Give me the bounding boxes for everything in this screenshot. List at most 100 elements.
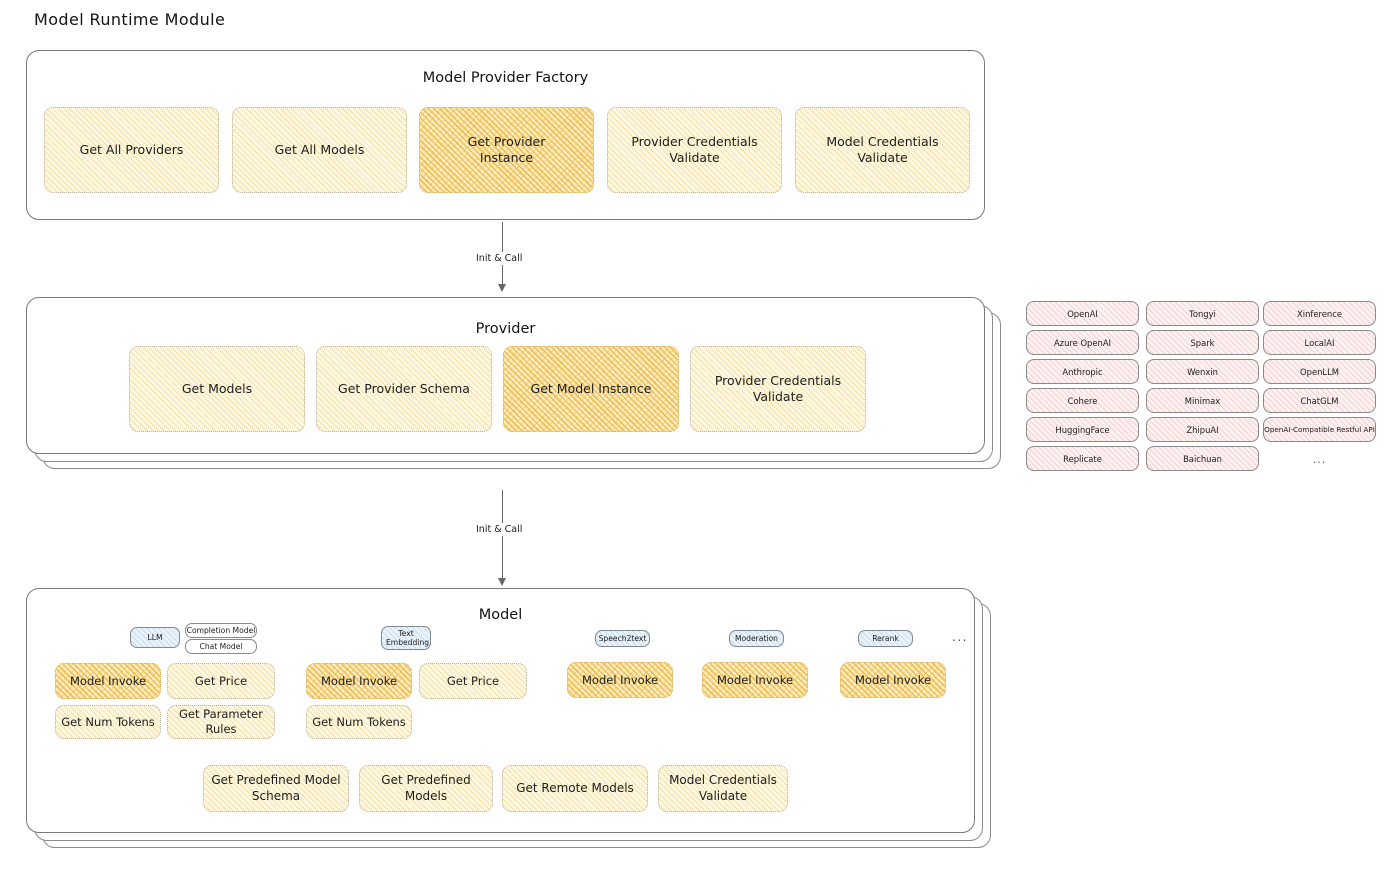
node-label: Get Parameter Rules	[179, 707, 263, 736]
pill-label: Baichuan	[1183, 453, 1222, 464]
node-get-provider-instance[interactable]: Get Provider Instance	[419, 107, 594, 193]
node-label: Get Predefined Model Schema	[211, 773, 341, 803]
provider-pill-huggingface[interactable]: HuggingFace	[1026, 417, 1139, 442]
node-get-remote-models[interactable]: Get Remote Models	[502, 765, 648, 812]
provider-pill-openai-compatible-restful-api[interactable]: OpenAI-Compatible Restful API	[1263, 417, 1376, 442]
node-label: Get Remote Models	[516, 780, 634, 795]
node-label: Model Invoke	[581, 672, 659, 687]
node-model-credentials-validate[interactable]: Model Credentials Validate	[795, 107, 970, 193]
node-label: Get Predefined Models	[381, 773, 471, 803]
provider-pill-spark[interactable]: Spark	[1146, 330, 1259, 355]
node-llm-model-invoke[interactable]: Model Invoke	[55, 663, 161, 699]
node-label: Model Invoke	[69, 673, 147, 688]
node-get-provider-schema[interactable]: Get Provider Schema	[316, 346, 492, 432]
pill-label: Spark	[1190, 337, 1215, 348]
node-label: Get Provider Schema	[338, 381, 470, 396]
pill-label: ZhipuAI	[1186, 424, 1219, 435]
node-label: Model Invoke	[854, 672, 932, 687]
node-get-models[interactable]: Get Models	[129, 346, 305, 432]
pill-label: OpenAI	[1067, 308, 1098, 319]
pill-label: Cohere	[1067, 395, 1098, 406]
node-text-embedding-get-num-tokens[interactable]: Get Num Tokens	[306, 705, 412, 739]
model-type-rerank[interactable]: Rerank	[858, 630, 913, 647]
arrow-provider-to-model-label: Init & Call	[473, 523, 526, 536]
provider-list-ellipsis: ...	[1312, 452, 1327, 466]
node-rerank-model-invoke[interactable]: Model Invoke	[840, 662, 946, 698]
page-title: Model Runtime Module	[34, 10, 226, 29]
arrow-factory-to-provider-label: Init & Call	[473, 252, 526, 265]
model-type-llm[interactable]: LLM	[130, 627, 180, 648]
pill-label: Azure OpenAI	[1053, 337, 1112, 348]
node-provider-credentials-validate[interactable]: Provider Credentials Validate	[607, 107, 782, 193]
provider-pill-zhipuai[interactable]: ZhipuAI	[1146, 417, 1259, 442]
provider-pill-baichuan[interactable]: Baichuan	[1146, 446, 1259, 471]
node-moderation-model-invoke[interactable]: Model Invoke	[702, 662, 808, 698]
node-speech2text-model-invoke[interactable]: Model Invoke	[567, 662, 673, 698]
pill-label: Tongyi	[1189, 308, 1216, 319]
provider-pill-minimax[interactable]: Minimax	[1146, 388, 1259, 413]
node-label: Get Num Tokens	[61, 714, 155, 729]
pill-label: Xinference	[1297, 308, 1342, 319]
provider-pill-localai[interactable]: LocalAI	[1263, 330, 1376, 355]
pill-label: Wenxin	[1187, 366, 1218, 377]
arrow-factory-to-provider-head	[498, 284, 506, 292]
node-label: Provider Credentials Validate	[714, 373, 842, 404]
node-get-all-models[interactable]: Get All Models	[232, 107, 407, 193]
tpill-label: Text Embedding	[386, 628, 430, 647]
node-model-credentials-validate-2[interactable]: Model Credentials Validate	[658, 765, 788, 812]
provider-title: Provider	[475, 321, 536, 337]
provider-pill-cohere[interactable]: Cohere	[1026, 388, 1139, 413]
model-type-speech2text[interactable]: Speech2text	[595, 630, 650, 647]
model-provider-factory-title: Model Provider Factory	[422, 70, 589, 86]
provider-pill-azure-openai[interactable]: Azure OpenAI	[1026, 330, 1139, 355]
pill-label: HuggingFace	[1055, 424, 1110, 435]
tpill-label: Moderation	[734, 633, 778, 643]
model-types-ellipsis: ...	[952, 630, 968, 644]
node-label: Get Price	[194, 673, 248, 688]
node-label: Get Provider Instance	[467, 134, 546, 165]
node-label: Get Price	[446, 673, 500, 688]
node-llm-get-price[interactable]: Get Price	[167, 663, 275, 699]
node-get-predefined-model-schema[interactable]: Get Predefined Model Schema	[203, 765, 349, 812]
node-label: Get All Models	[274, 142, 365, 157]
node-get-all-providers[interactable]: Get All Providers	[44, 107, 219, 193]
node-provider-credentials-validate-2[interactable]: Provider Credentials Validate	[690, 346, 866, 432]
model-type-moderation[interactable]: Moderation	[729, 630, 784, 647]
node-label: Model Credentials Validate	[669, 773, 777, 803]
node-label: Get All Providers	[79, 142, 184, 157]
pill-label: Minimax	[1184, 395, 1221, 406]
node-label: Get Num Tokens	[312, 714, 406, 729]
node-get-predefined-models[interactable]: Get Predefined Models	[359, 765, 493, 812]
pill-label: LocalAI	[1304, 337, 1335, 348]
node-llm-get-num-tokens[interactable]: Get Num Tokens	[55, 705, 161, 739]
node-label: Model Credentials Validate	[826, 134, 939, 165]
model-type-llm-sub-chat-model[interactable]: Chat Model	[185, 639, 257, 654]
tpill-label: Chat Model	[199, 641, 243, 651]
node-label: Get Model Instance	[530, 381, 652, 396]
provider-pill-openai[interactable]: OpenAI	[1026, 301, 1139, 326]
node-label: Get Models	[181, 381, 253, 396]
provider-pill-openllm[interactable]: OpenLLM	[1263, 359, 1376, 384]
model-type-text-embedding[interactable]: Text Embedding	[381, 626, 431, 650]
provider-pill-chatglm[interactable]: ChatGLM	[1263, 388, 1376, 413]
node-text-embedding-model-invoke[interactable]: Model Invoke	[306, 663, 412, 699]
tpill-label: Speech2text	[598, 633, 647, 643]
model-type-llm-sub-completion-model[interactable]: Completion Model	[185, 623, 257, 638]
node-label: Model Invoke	[716, 672, 794, 687]
pill-label: OpenLLM	[1300, 366, 1339, 377]
pill-label: Anthropic	[1062, 366, 1103, 377]
provider-pill-anthropic[interactable]: Anthropic	[1026, 359, 1139, 384]
pill-label: OpenAI-Compatible Restful API	[1264, 425, 1375, 434]
provider-pill-xinference[interactable]: Xinference	[1263, 301, 1376, 326]
tpill-label: Rerank	[872, 633, 899, 643]
arrow-provider-to-model-head	[498, 578, 506, 586]
provider-pill-wenxin[interactable]: Wenxin	[1146, 359, 1259, 384]
tpill-label: Completion Model	[186, 625, 256, 635]
node-text-embedding-get-price[interactable]: Get Price	[419, 663, 527, 699]
provider-pill-tongyi[interactable]: Tongyi	[1146, 301, 1259, 326]
provider-pill-replicate[interactable]: Replicate	[1026, 446, 1139, 471]
node-llm-get-parameter-rules[interactable]: Get Parameter Rules	[167, 705, 275, 739]
pill-label: ChatGLM	[1300, 395, 1339, 406]
node-get-model-instance[interactable]: Get Model Instance	[503, 346, 679, 432]
tpill-label: LLM	[147, 632, 163, 642]
